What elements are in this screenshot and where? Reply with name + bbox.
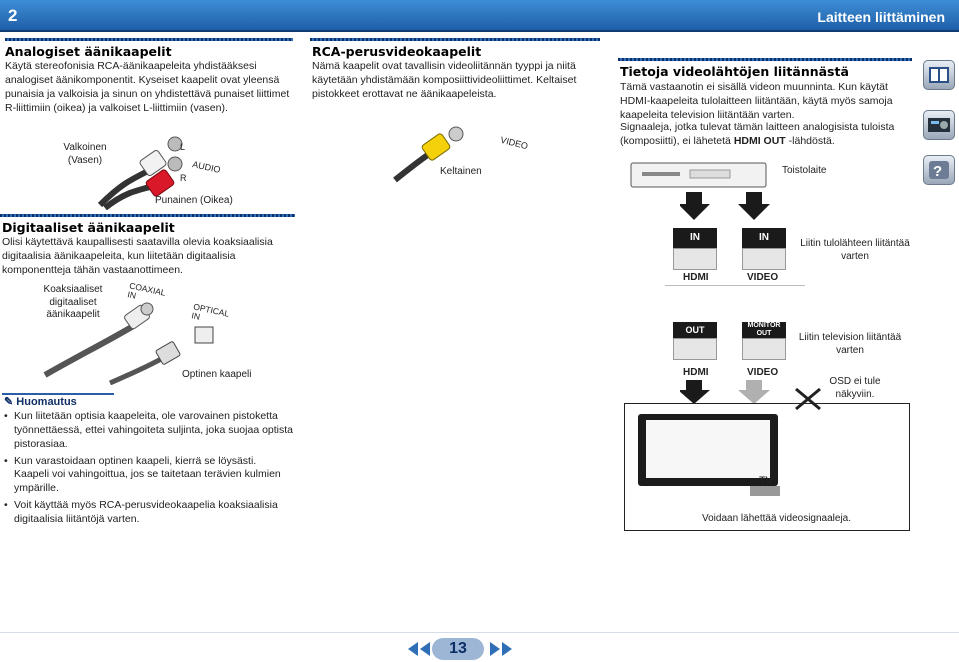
note-heading: Huomautus xyxy=(16,396,77,408)
coax-label: Koaksiaaliset digitaaliset äänikaapelit xyxy=(43,284,103,320)
section-rule xyxy=(618,58,912,61)
arrows-to-tv xyxy=(680,380,770,404)
header-bar xyxy=(0,0,959,32)
arrows-to-inputs xyxy=(680,192,770,220)
page-number: 13 xyxy=(432,638,484,660)
digital-text: Olisi käytettävä kaupallisesti saatavill… xyxy=(2,236,273,276)
hdmi-in-jack: IN xyxy=(673,228,717,248)
hdmi-label-1: HDMI xyxy=(683,272,709,283)
list-item: Kun varastoidaan optinen kaapeli, kierrä… xyxy=(2,455,294,497)
rca-video-cable-illustration xyxy=(393,126,464,183)
section-rule xyxy=(0,214,295,217)
red-label: Punainen (Oikea) xyxy=(155,195,233,206)
video-label-2: VIDEO xyxy=(747,367,779,378)
rca-heading: RCA-perusvideokaapelit xyxy=(312,44,482,59)
tv-illustration xyxy=(638,414,780,496)
book-icon[interactable] xyxy=(923,60,955,90)
video-label: VIDEO xyxy=(499,134,530,152)
chapter-number: 2 xyxy=(8,6,18,25)
optical-label: Optinen kaapeli xyxy=(182,369,252,380)
section-rule xyxy=(5,38,293,41)
receiver-icon[interactable] xyxy=(923,110,955,140)
note-list: Kun liitetään optisia kaapeleita, ole va… xyxy=(2,410,294,530)
tv-frame xyxy=(624,403,910,531)
white-label: Valkoinen (Vasen) xyxy=(63,142,107,166)
jack-r-label: R xyxy=(180,173,187,183)
video-info-heading: Tietoja videolähtöjen liitännästä xyxy=(620,64,849,79)
rca-port-icon xyxy=(742,248,786,270)
tv-connector-label: Liitin television liitäntää varten xyxy=(798,332,902,356)
pencil-icon: ✎ xyxy=(4,396,14,408)
player-label: Toistolaite xyxy=(782,165,827,176)
analog-text: Käytä stereofonisia RCA-äänikaapeleita y… xyxy=(5,60,290,114)
video-in-jack: IN xyxy=(742,228,786,248)
list-item: Kun liitetään optisia kaapeleita, ole va… xyxy=(2,410,294,452)
note-heading-wrapper: ✎ Huomautus xyxy=(4,395,77,409)
hdmi-out-port-icon xyxy=(673,338,717,360)
player-device xyxy=(630,162,767,188)
osd-label: OSD ei tule näkyviin. xyxy=(829,376,881,400)
rca-text: Nämä kaapelit ovat tavallisin videoliitä… xyxy=(312,60,577,100)
note-rule xyxy=(2,393,114,395)
footer-rule xyxy=(0,632,959,633)
divider xyxy=(665,285,805,286)
video-label-1: VIDEO xyxy=(747,272,779,283)
analog-heading: Analogiset äänikaapelit xyxy=(5,44,172,59)
video-info-text2: Signaaleja, jotka tulevat tämän laitteen… xyxy=(620,121,895,147)
hdmi-port-icon xyxy=(673,248,717,270)
hdmi-out-jack: OUT xyxy=(673,322,717,338)
chapter-title: Laitteen liittäminen xyxy=(817,9,945,25)
flow-label: Voidaan lähettää videosignaaleja. xyxy=(702,513,852,524)
monitor-out-jack: MONITOR OUT xyxy=(742,322,786,338)
next-page-icon[interactable] xyxy=(488,640,514,658)
input-label: Liitin tulolähteen liitäntää varten xyxy=(800,238,910,262)
list-item: Voit käyttää myös RCA-perusvideokaapelia… xyxy=(2,499,294,527)
section-rule xyxy=(310,38,600,41)
cross-icon xyxy=(795,387,821,411)
jack-l-label: L xyxy=(180,142,186,152)
rca-audio-cable-illustration xyxy=(97,136,183,210)
monitor-out-port-icon xyxy=(742,338,786,360)
yellow-label: Keltainen xyxy=(440,166,482,177)
video-info-text1: Tämä vastaanotin ei sisällä videon muunn… xyxy=(620,81,893,121)
tv-label: TV xyxy=(759,475,774,487)
digital-cable-illustration xyxy=(43,302,214,385)
help-icon[interactable]: ? xyxy=(923,155,955,185)
digital-heading: Digitaaliset äänikaapelit xyxy=(2,220,175,235)
hdmi-label-2: HDMI xyxy=(683,367,709,378)
prev-page-icon[interactable] xyxy=(406,640,432,658)
svg-text:?: ? xyxy=(933,163,942,180)
